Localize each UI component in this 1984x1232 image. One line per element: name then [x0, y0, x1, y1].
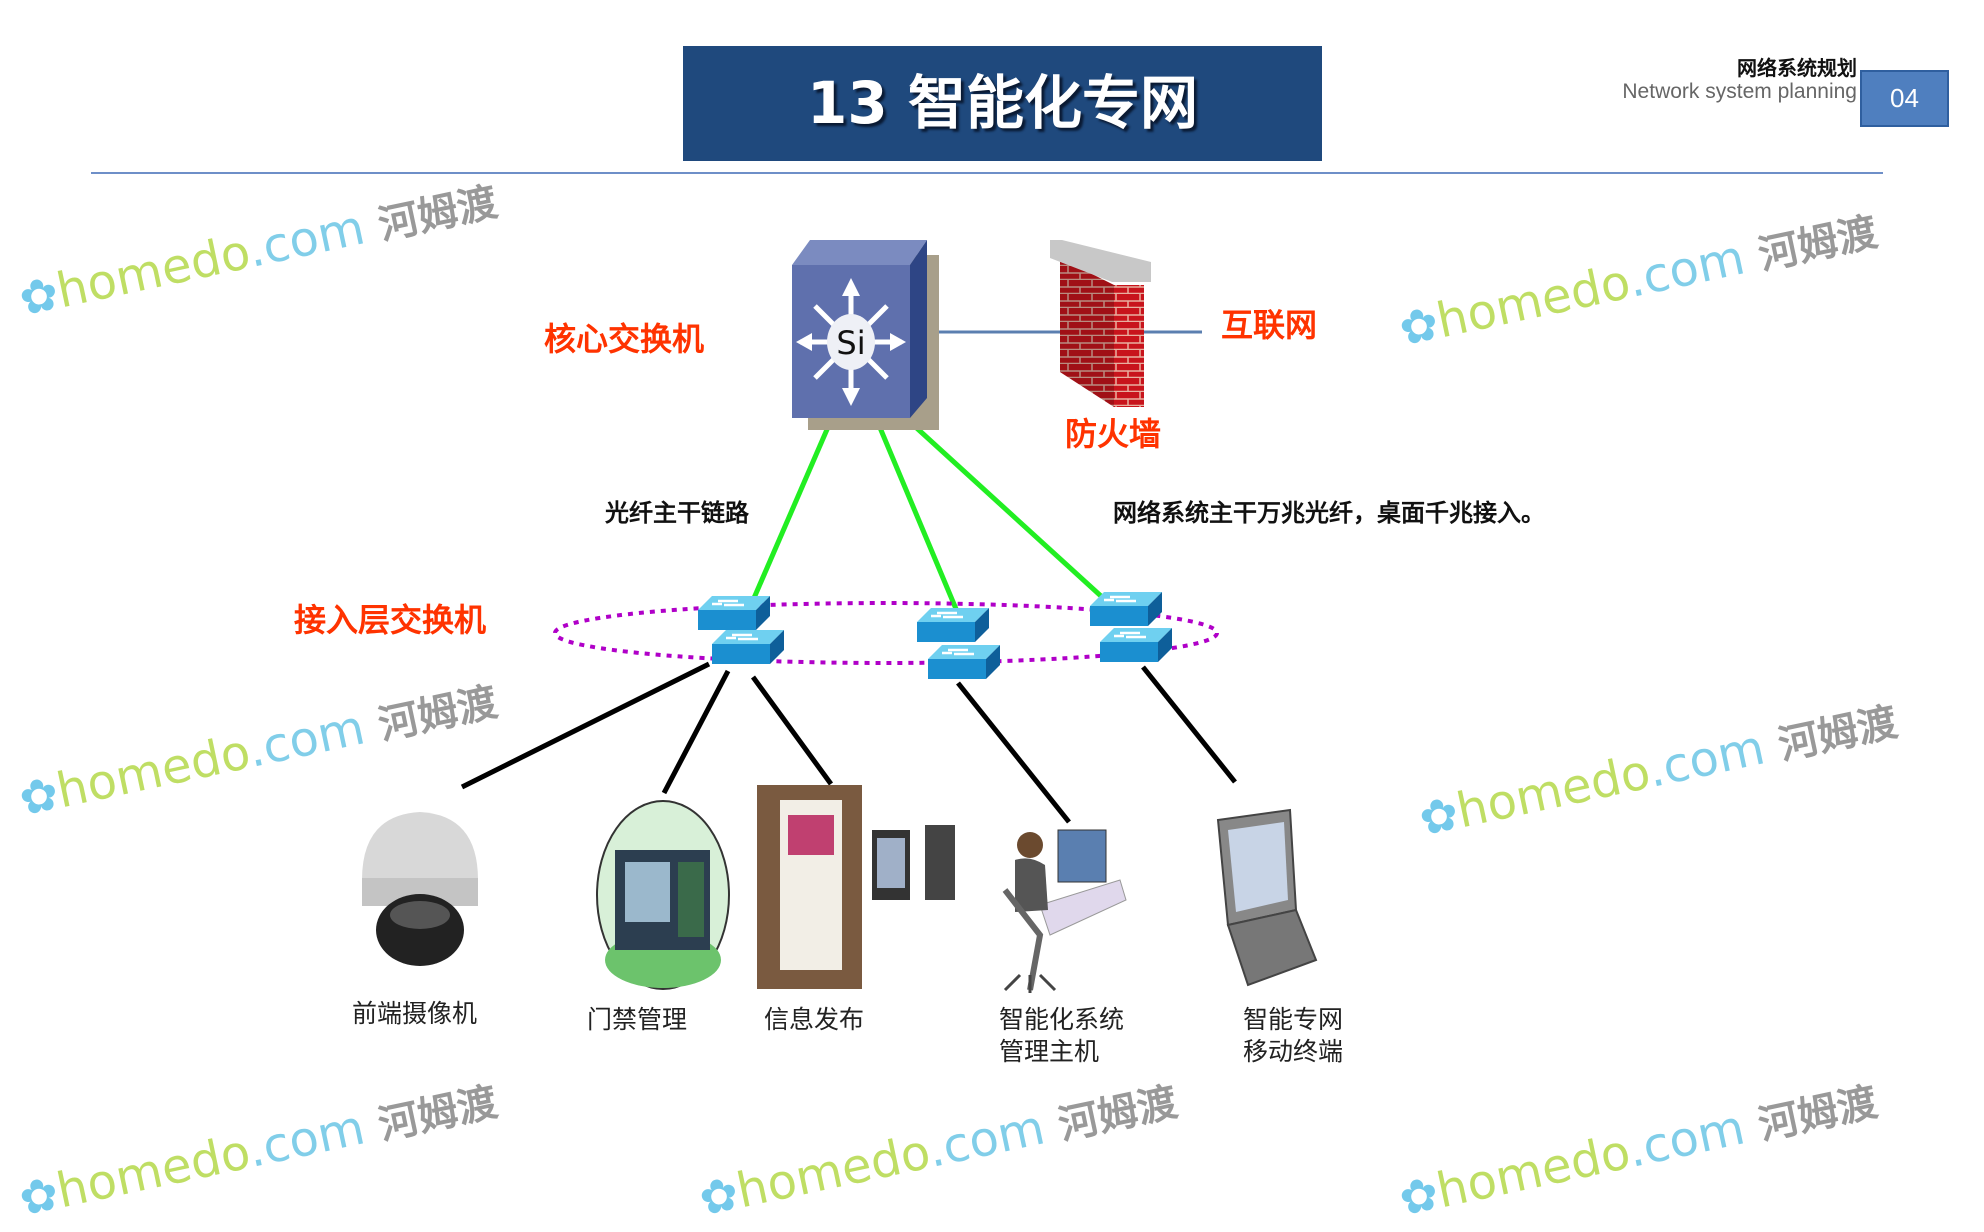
access-link [460, 661, 711, 790]
access-control-icon [596, 800, 730, 990]
device-label-host: 智能化系统 [999, 1005, 1124, 1034]
dome-camera-icon [362, 812, 478, 966]
access-switch-icon [1088, 590, 1174, 664]
laptop-terminal-icon [1216, 808, 1318, 987]
header-divider [91, 172, 1883, 174]
backbone-label: 光纤主干链路 [604, 499, 750, 527]
fiber-link [870, 410, 967, 629]
title-banner [683, 46, 1322, 161]
access-link [1141, 665, 1237, 784]
access-links [460, 661, 1237, 824]
firewall-label: 防火墙 [1065, 415, 1161, 453]
network-note: 网络系统主干万兆光纤，桌面千兆接入。 [1113, 499, 1545, 527]
device-label-host-2: 管理主机 [999, 1037, 1099, 1066]
device-label-terminal-2: 移动终端 [1243, 1037, 1343, 1066]
device-label-terminal: 智能专网 [1243, 1005, 1343, 1034]
access-link [956, 681, 1071, 824]
access-switch-label: 接入层交换机 [294, 601, 486, 639]
internet-label: 互联网 [1221, 306, 1317, 344]
info-kiosk-icon [757, 785, 955, 989]
device-label-camera: 前端摄像机 [352, 999, 477, 1028]
page-number: 04 [1860, 70, 1949, 127]
section-title-en: Network system planning [1622, 80, 1857, 103]
fiber-link [896, 409, 1115, 609]
firewall-icon [1050, 240, 1151, 407]
fiber-links [751, 409, 1115, 629]
core-switch-icon: Si [792, 240, 939, 430]
core-switch-label: 核心交换机 [544, 320, 704, 358]
fiber-link [751, 410, 838, 599]
core-switch-icon-text: Si [836, 324, 865, 362]
access-link [661, 669, 731, 795]
operator-workstation-icon [1002, 829, 1127, 993]
access-link [750, 675, 834, 786]
device-label-access-control: 门禁管理 [587, 1005, 687, 1034]
access-ring [553, 601, 1219, 665]
section-title-cn: 网络系统规划 [1737, 56, 1857, 80]
device-label-info-release: 信息发布 [764, 1005, 864, 1034]
access-switch-icon [915, 606, 1002, 681]
page-title: 13 智能化专网 [807, 69, 1198, 137]
